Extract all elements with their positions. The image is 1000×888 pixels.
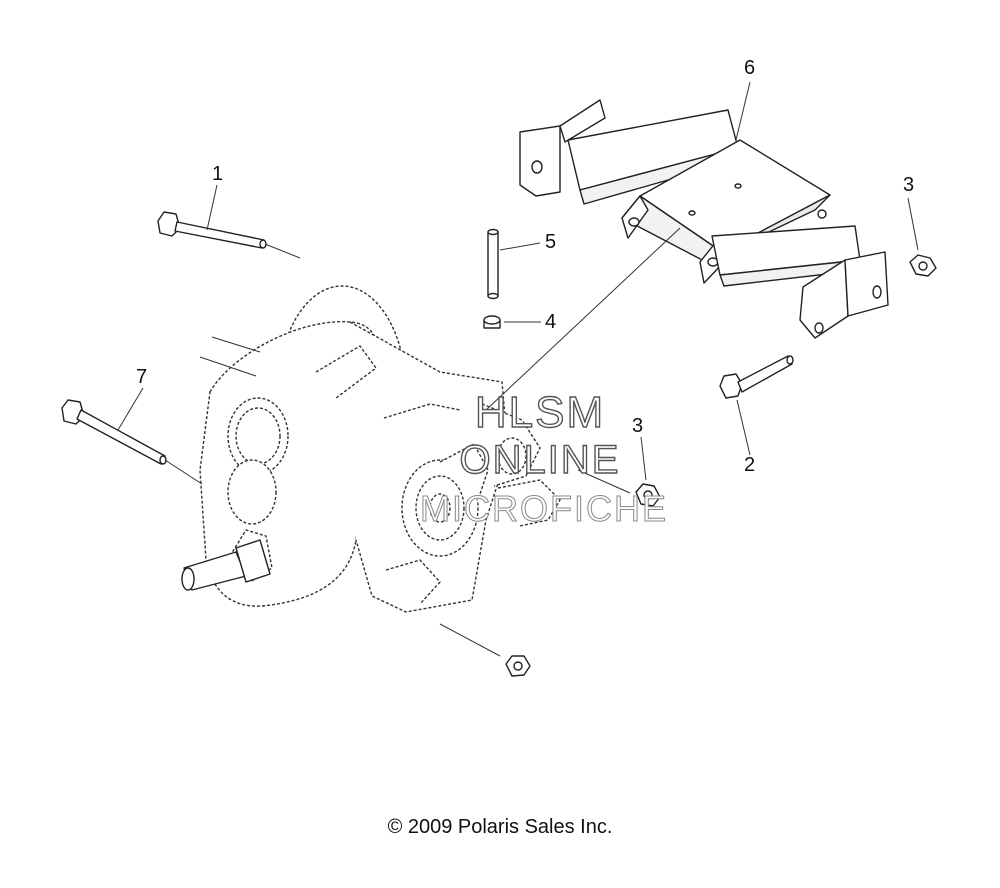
mounting-bracket [519,99,889,339]
nut-part-3-lower [635,483,661,507]
callout-3-upper: 3 [903,174,915,196]
output-shaft [181,539,271,591]
callout-4: 4 [545,311,557,333]
callout-6: 6 [744,57,756,79]
callout-2: 2 [744,454,756,476]
transmission-assembly [199,285,561,613]
nut-part-3-upper [909,254,937,277]
watermark-line-2: ONLINE [459,437,621,482]
leader-lines [117,81,919,657]
callout-1: 1 [212,163,224,185]
callout-7: 7 [136,366,148,388]
callout-5: 5 [545,231,557,253]
nut-lower-left [505,655,531,677]
pin-part-5 [487,228,499,300]
bolt-part-7 [61,399,167,465]
bolt-part-2 [719,355,794,399]
copyright-notice: © 2009 Polaris Sales Inc. [387,816,613,838]
bolt-part-1 [157,211,267,249]
bushing-part-4 [483,315,501,329]
watermark-line-1: HLSM [474,387,606,437]
watermark-line-3: MICROFICHE [420,488,668,530]
callout-3-lower: 3 [632,415,644,437]
